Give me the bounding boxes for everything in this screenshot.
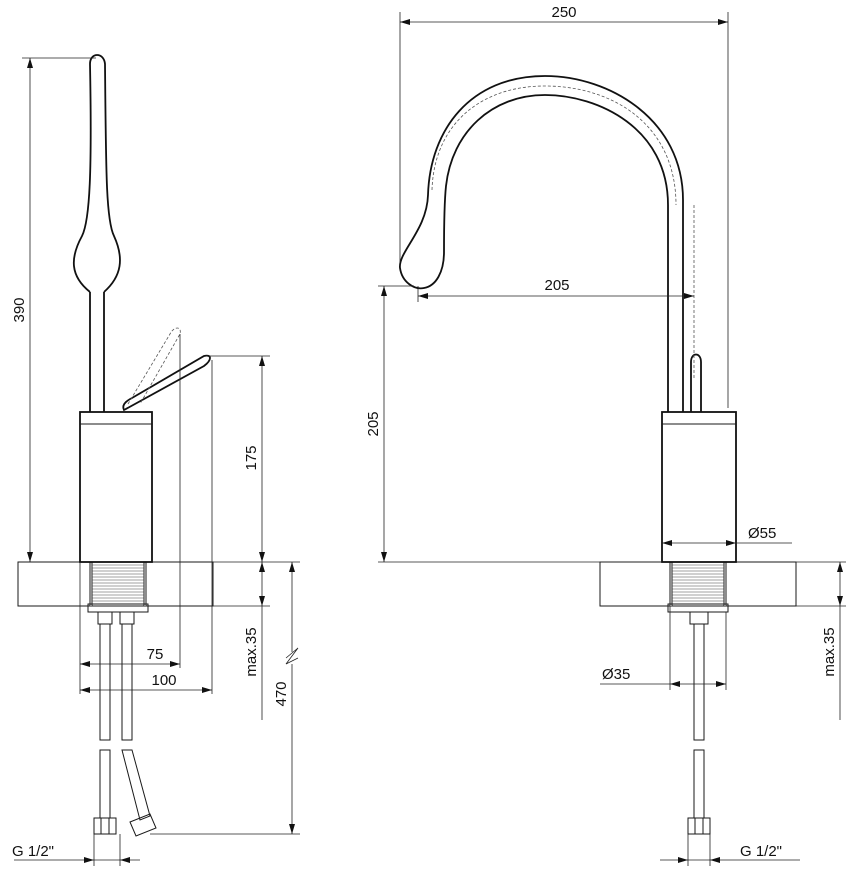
- dim-side-height: 390: [11, 57, 96, 562]
- dim-front-shank-diameter: Ø35: [600, 606, 727, 690]
- dim-front-thread: G 1/2": [660, 834, 800, 866]
- front-body: [661, 411, 737, 563]
- front-spout: [399, 75, 684, 412]
- front-countertop: [599, 561, 797, 613]
- side-countertop: [17, 561, 214, 613]
- dim-label-max35-side: max.35: [243, 627, 260, 676]
- dim-front-height: 205: [365, 285, 662, 563]
- side-spout-profile: [72, 54, 121, 293]
- dim-front-reach: 205: [417, 277, 694, 302]
- dim-label-205-height: 205: [365, 411, 382, 436]
- dim-side-max35: max.35: [213, 561, 270, 720]
- side-body: [79, 411, 153, 563]
- dim-side-depth-100: 100: [80, 672, 212, 693]
- dim-side-hose-length: 470: [150, 561, 300, 835]
- side-hoses: [93, 623, 157, 837]
- side-lever-alt: [127, 327, 181, 405]
- front-hose: [687, 623, 711, 835]
- dim-label-o55: Ø55: [748, 525, 776, 542]
- dim-label-thread-side: G 1/2": [12, 843, 54, 860]
- dim-label-thread-front: G 1/2": [740, 843, 782, 860]
- front-view: 250 205 205 Ø55: [365, 4, 846, 866]
- side-stem: [89, 292, 105, 412]
- dim-front-width: 250: [399, 4, 729, 408]
- dim-label-o35: Ø35: [602, 666, 630, 683]
- dim-label-175: 175: [243, 445, 260, 470]
- dim-front-max35: max.35: [796, 561, 846, 720]
- front-lever: [690, 353, 702, 412]
- dim-label-75: 75: [147, 646, 164, 663]
- dim-side-thread: G 1/2": [12, 834, 140, 866]
- dim-label-205-reach: 205: [544, 277, 569, 294]
- dim-label-100: 100: [151, 672, 176, 689]
- dim-label-390: 390: [11, 297, 28, 322]
- dim-front-body-diameter: Ø55: [662, 525, 792, 546]
- dim-label-470: 470: [273, 681, 290, 706]
- side-view: 390 175 75 100: [11, 54, 300, 866]
- dim-label-250: 250: [551, 4, 576, 21]
- dim-side-lever-height: 175: [206, 355, 270, 562]
- side-lever: [122, 354, 211, 412]
- dim-side-depth-75: 75: [80, 646, 180, 667]
- side-threaded-shank: [91, 561, 145, 607]
- dim-label-max35-front: max.35: [821, 627, 838, 676]
